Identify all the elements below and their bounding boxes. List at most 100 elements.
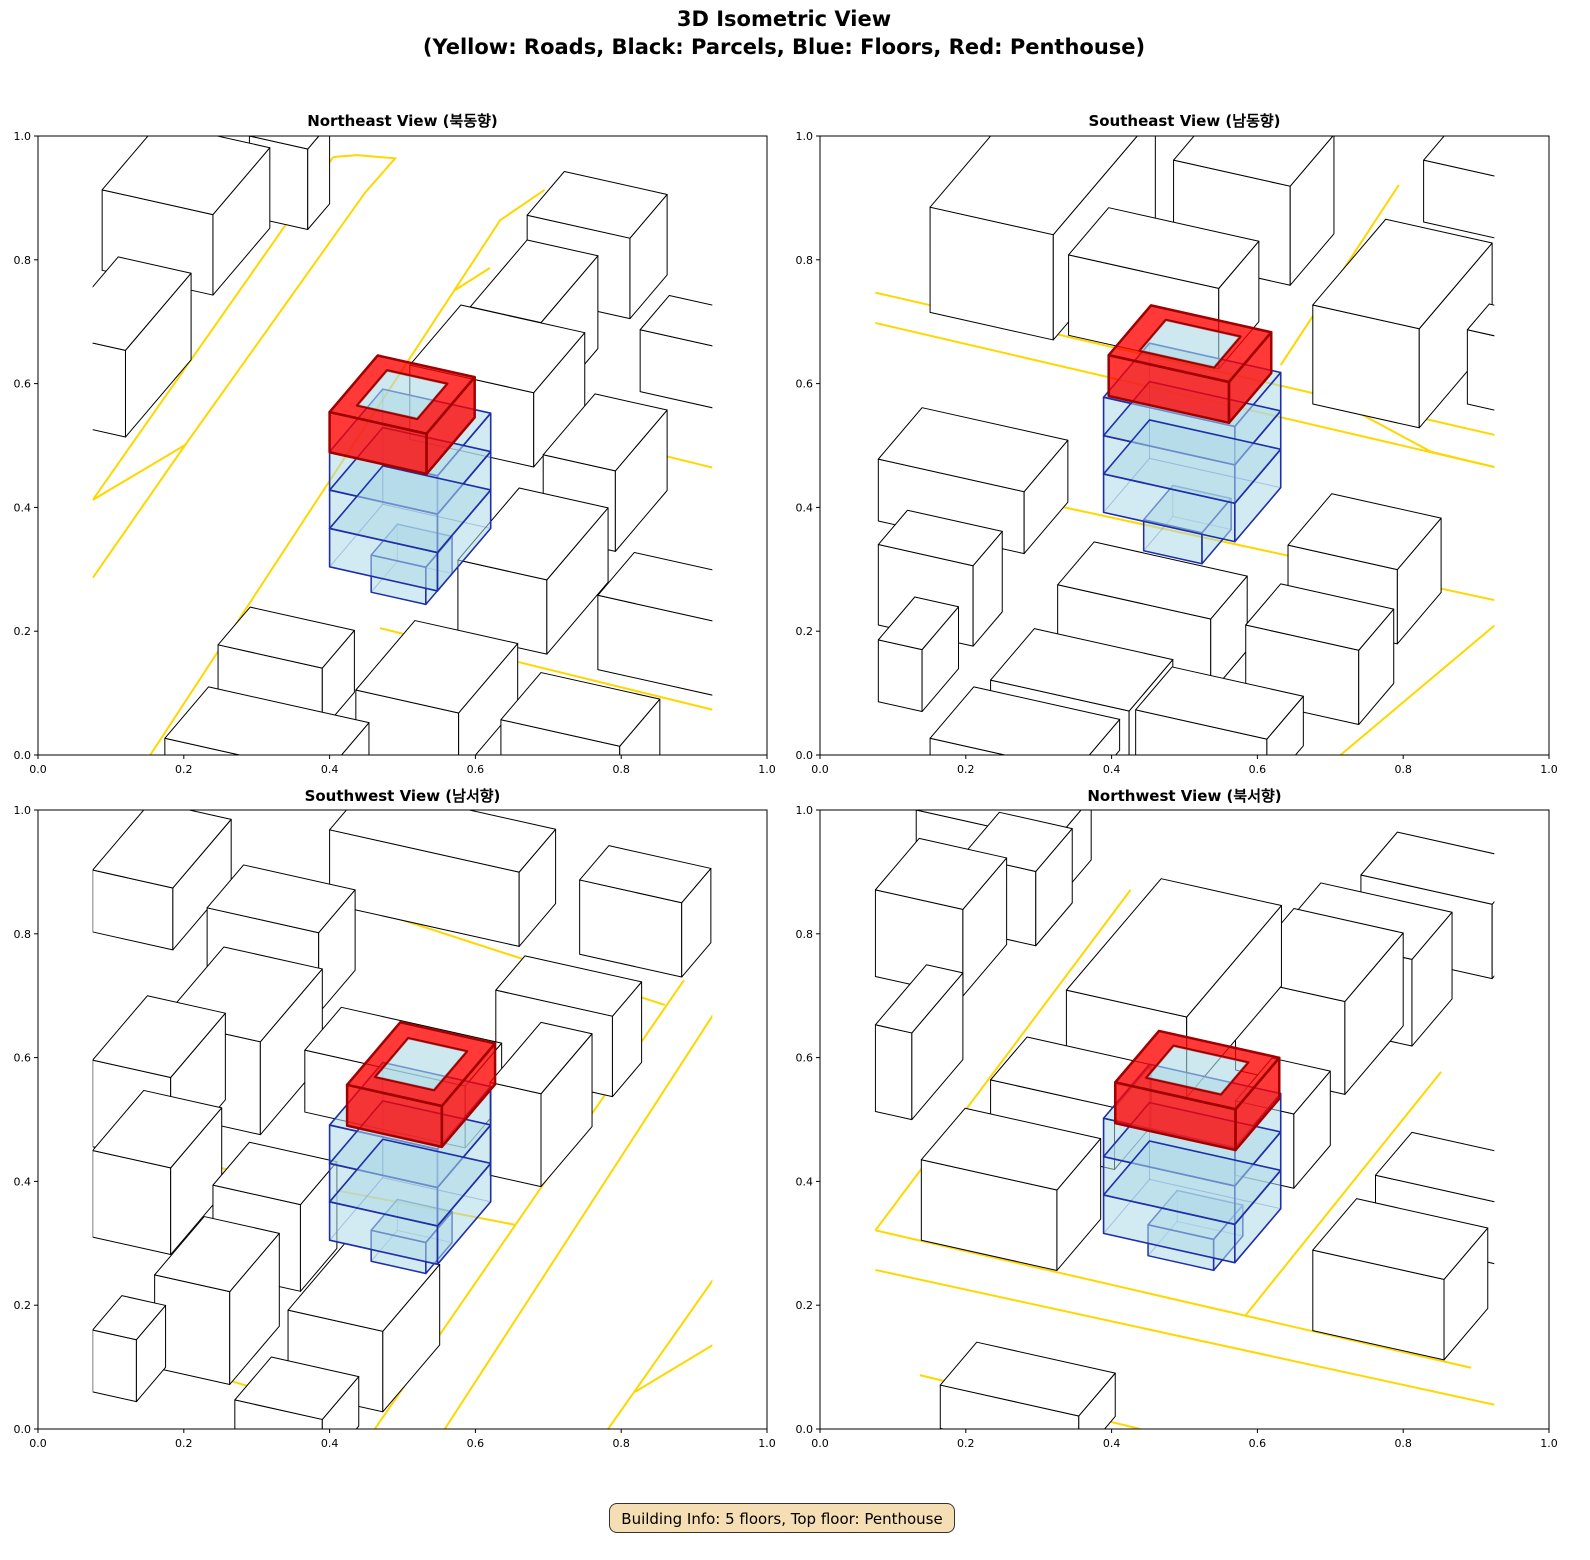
- y-tick-label: 0.8: [14, 254, 32, 267]
- x-tick-label: 1.0: [1540, 1437, 1558, 1450]
- x-tick-label: 0.0: [29, 1437, 47, 1450]
- x-tick-label: 0.0: [811, 1437, 829, 1450]
- x-tick-label: 0.6: [467, 1437, 485, 1450]
- plot-area: [92, 810, 713, 1429]
- parcel-building-top-face: [92, 995, 226, 1078]
- y-tick-label: 0.4: [14, 1175, 32, 1188]
- x-tick-label: 0.8: [1394, 763, 1412, 776]
- parcel-building-front-face: [1466, 329, 1495, 411]
- parcel-building: [639, 294, 757, 411]
- road-line: [1339, 624, 1495, 755]
- parcel-building-top-face: [101, 136, 271, 216]
- parcel-building: [1466, 303, 1495, 411]
- x-tick-label: 1.0: [1540, 763, 1558, 776]
- parcel-building-top-face: [877, 407, 1069, 493]
- parcel-building-side-face: [728, 315, 757, 411]
- x-tick-label: 0.2: [957, 763, 975, 776]
- parcel-building-top-face: [92, 1295, 167, 1341]
- plot-area: [874, 810, 1495, 1429]
- panel-title-northwest: Northwest View (북서향): [1087, 787, 1282, 805]
- penthouse: [1107, 304, 1273, 425]
- parcel-building-top-face: [329, 810, 557, 873]
- x-tick-label: 0.6: [1249, 763, 1267, 776]
- x-tick-label: 0.2: [957, 1437, 975, 1450]
- penthouse-opening: [1145, 1044, 1250, 1096]
- parcel-building-top-face: [500, 672, 661, 747]
- y-tick-label: 0.8: [796, 254, 814, 267]
- axes-frame: [819, 135, 1550, 756]
- y-tick-label: 0.2: [14, 1299, 32, 1312]
- parcel-building: [234, 1356, 360, 1429]
- parcel-building: [1312, 218, 1493, 429]
- parcel-building-top-face: [495, 955, 643, 1017]
- road-line: [443, 1014, 713, 1429]
- x-tick-label: 0.4: [1103, 1437, 1121, 1450]
- y-tick-label: 0.8: [14, 928, 32, 941]
- floor-3-top-face: [1102, 1140, 1282, 1226]
- parcel-building-front-face: [489, 1081, 542, 1188]
- parcel-building-top-face: [1423, 136, 1495, 177]
- y-tick-label: 0.0: [796, 1423, 814, 1436]
- floor-3: [328, 1138, 492, 1266]
- parcel-building-top-face: [1287, 493, 1442, 571]
- road-line: [607, 1279, 713, 1429]
- y-tick-label: 0.6: [796, 1052, 814, 1065]
- parcel-building-top-face: [939, 1341, 1116, 1417]
- x-tick-label: 1.0: [758, 763, 776, 776]
- road-line: [92, 444, 186, 501]
- parcel-building-top-face: [1245, 583, 1395, 651]
- parcel-building: [500, 672, 661, 755]
- parcel-building-top-face: [929, 686, 1121, 755]
- parcel-building-top-face: [1065, 878, 1282, 1018]
- parcel-building-top-face: [217, 606, 355, 669]
- penthouse: [328, 354, 476, 476]
- floor-3-top-face: [1102, 419, 1282, 505]
- parcel-building-top-face: [579, 845, 712, 904]
- figure-title-line2: (Yellow: Roads, Black: Parcels, Blue: Fl…: [422, 35, 1146, 59]
- y-tick-label: 0.6: [14, 378, 32, 391]
- floor-3-top-face: [328, 465, 492, 554]
- panel-title-southeast: Southeast View (남동향): [1088, 112, 1281, 130]
- penthouse-opening: [373, 1037, 469, 1091]
- y-tick-label: 0.0: [14, 749, 32, 762]
- parcel-building-top-face: [1068, 207, 1260, 289]
- parcel-building-side-face: [1497, 142, 1526, 238]
- parcel-building-top-face: [409, 304, 586, 394]
- penthouse-opening: [355, 369, 449, 420]
- road-line: [1244, 1071, 1442, 1316]
- parcel-building: [1312, 1198, 1489, 1361]
- parcel-building-front-face: [92, 1329, 137, 1403]
- panel-title-northeast: Northeast View (북동향): [307, 112, 498, 130]
- parcel-building: [939, 1341, 1116, 1429]
- parcel-building: [920, 1107, 1102, 1271]
- x-tick-label: 0.0: [811, 763, 829, 776]
- plot-area: [875, 136, 1526, 755]
- x-tick-label: 0.4: [321, 1437, 339, 1450]
- parcel-building-top-face: [457, 487, 609, 581]
- parcel-building-top-face: [234, 1356, 360, 1420]
- parcel-building: [877, 596, 960, 713]
- parcel-building-top-face: [1057, 541, 1248, 620]
- parcel-building-top-face: [489, 1021, 593, 1095]
- parcel-building-top-face: [1312, 218, 1493, 330]
- x-tick-label: 0.2: [175, 1437, 193, 1450]
- parcel-building-top-face: [1466, 303, 1495, 337]
- y-tick-label: 1.0: [14, 130, 32, 143]
- x-tick-label: 0.0: [29, 763, 47, 776]
- y-tick-label: 1.0: [796, 804, 814, 817]
- x-tick-label: 0.8: [612, 1437, 630, 1450]
- road-line: [149, 189, 546, 755]
- parcel-building-top-face: [542, 393, 668, 472]
- parcel-building-front-face: [92, 1149, 172, 1256]
- parcel-building-top-face: [877, 509, 1003, 567]
- parcel-building: [92, 1089, 223, 1256]
- y-tick-label: 0.4: [796, 501, 814, 514]
- parcel-building-top-face: [639, 294, 713, 347]
- x-tick-label: 0.6: [467, 763, 485, 776]
- parcel-building: [92, 1295, 167, 1403]
- parcel-building: [1135, 666, 1304, 755]
- parcel-building: [579, 845, 712, 978]
- parcel-building: [489, 1021, 593, 1188]
